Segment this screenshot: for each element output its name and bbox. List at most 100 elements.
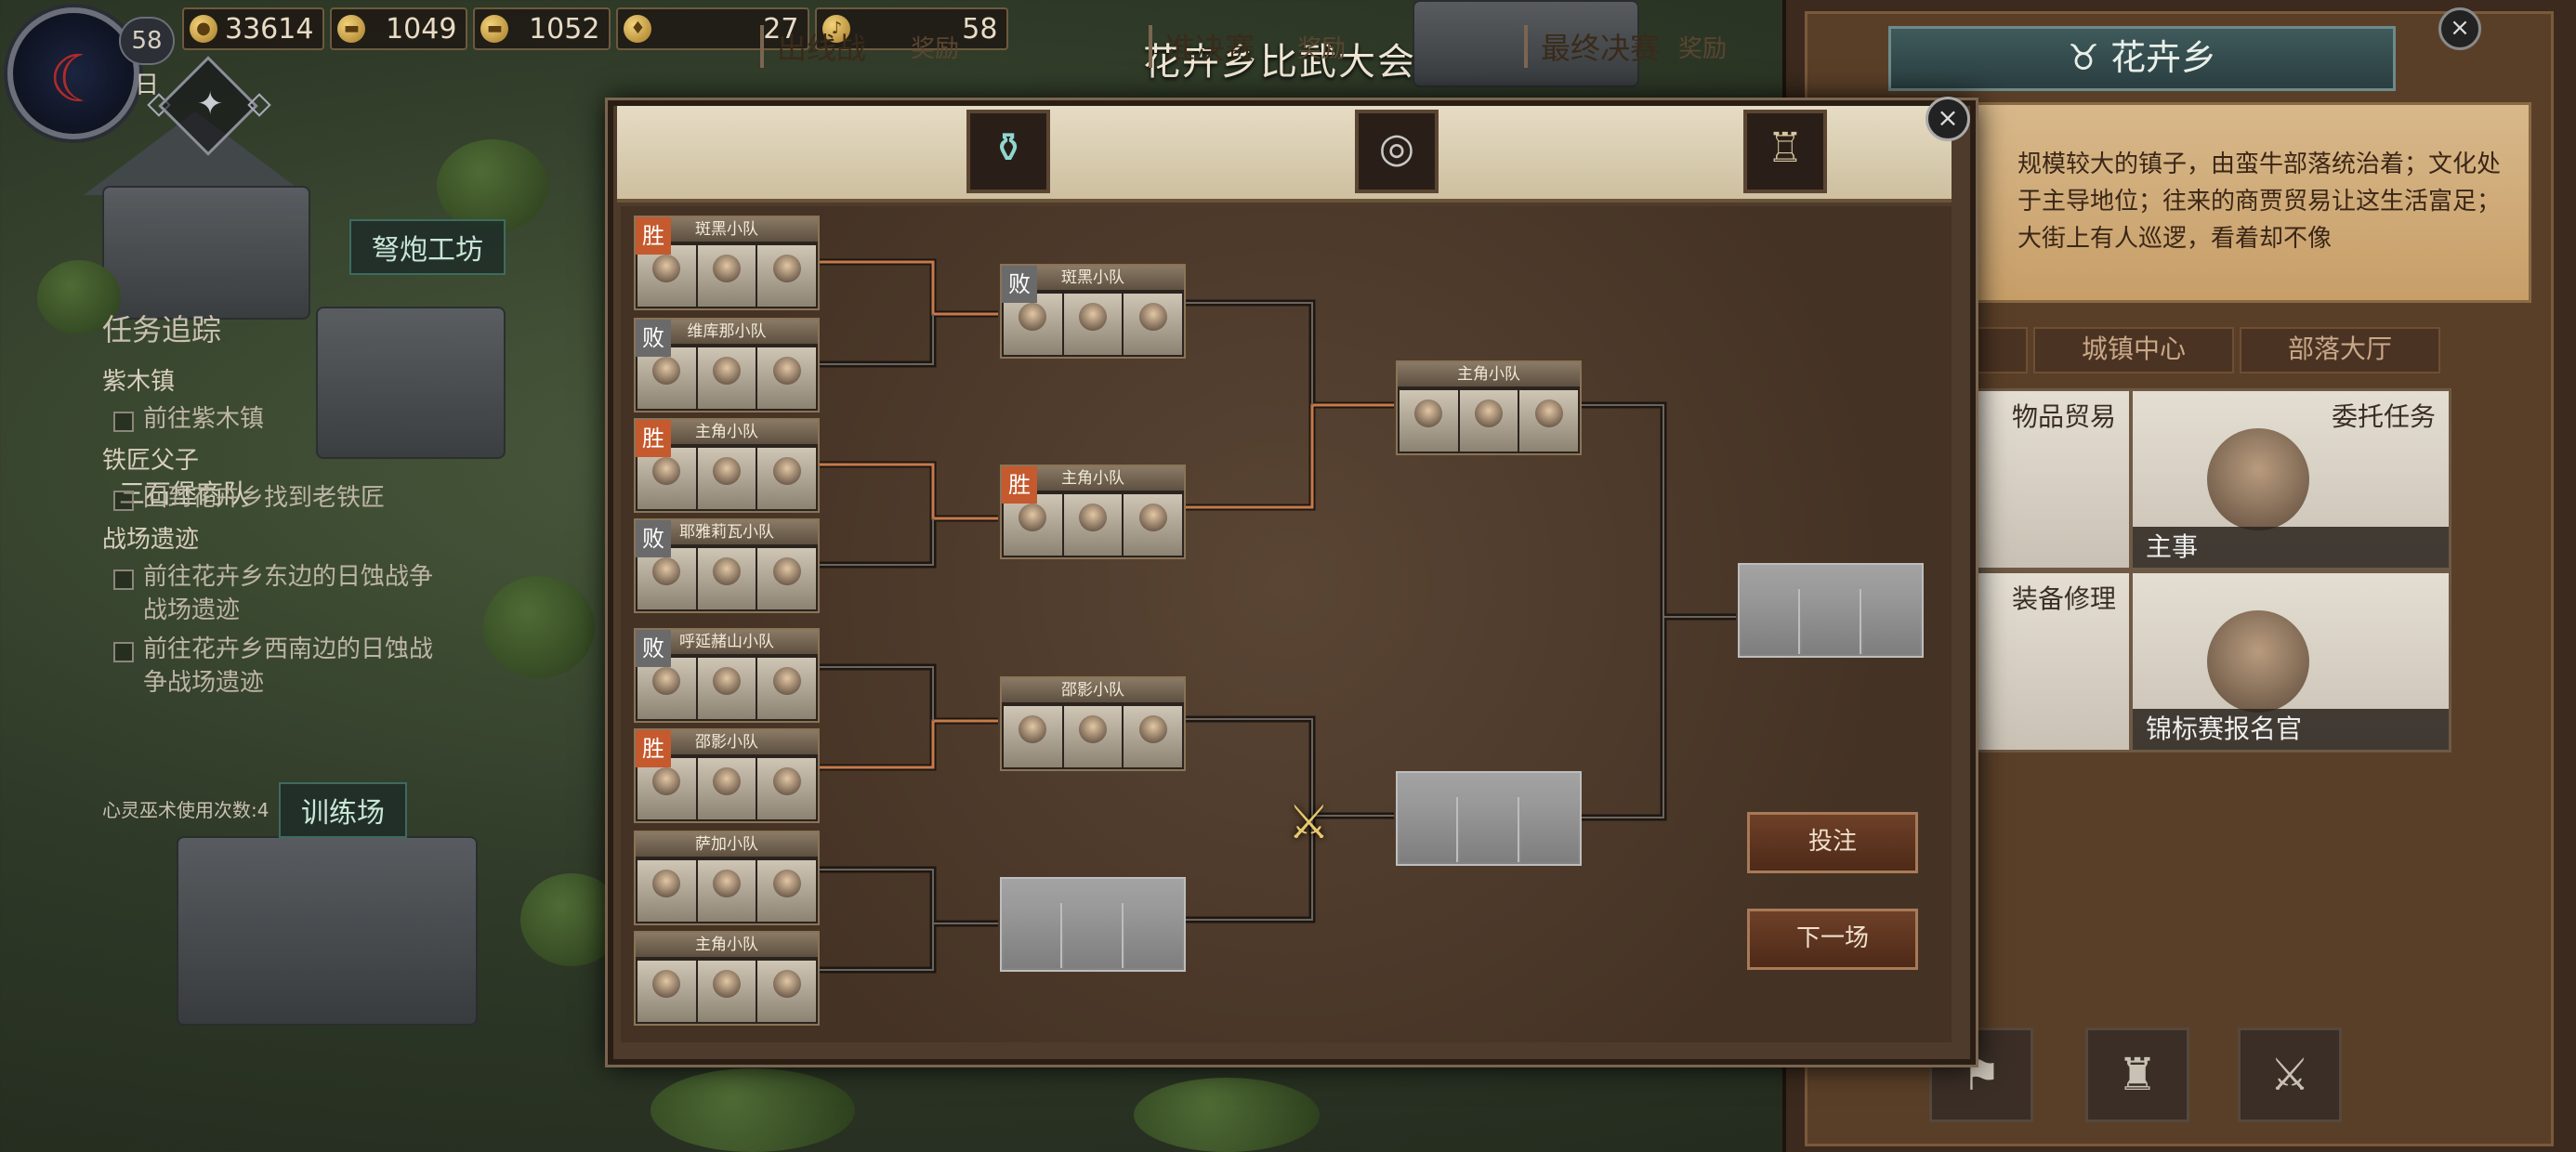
result-badge: 败 (636, 520, 671, 557)
portrait (1400, 390, 1458, 452)
team-portraits (1004, 706, 1183, 767)
reward-slot[interactable]: ♖ (1743, 110, 1827, 193)
npc-card-trade[interactable]: 物品贸易 (1974, 388, 2132, 570)
portrait (757, 448, 817, 509)
portrait (757, 548, 817, 609)
quest-tracker-title[interactable]: 任务追踪 (102, 312, 222, 347)
map-label-workshop[interactable]: 弩炮工坊 (349, 219, 506, 275)
quest-item[interactable]: 前往紫木镇 (113, 402, 455, 436)
portrait (1004, 294, 1062, 355)
close-icon[interactable]: × (2438, 7, 2481, 50)
team-name (1740, 565, 1922, 589)
result-badge: 胜 (636, 420, 671, 457)
stage-semifinal: 准决赛 奖励 (1149, 19, 1346, 74)
bracket-team-r1[interactable]: 胜 斑黑小队 (634, 216, 820, 310)
resource-grain: ♦27 (616, 7, 810, 50)
npc-name: 锦标赛报名官 (2133, 709, 2449, 750)
team-portraits (1400, 797, 1578, 862)
tree (37, 260, 121, 334)
quest-location: 铁匠父子 (102, 447, 200, 475)
reward-slot[interactable]: ⚱ (966, 110, 1050, 193)
tree (1134, 1078, 1320, 1152)
tab-tribe-hall[interactable]: 部落大厅 (2240, 327, 2440, 373)
portrait (637, 347, 696, 409)
portrait (1063, 494, 1123, 556)
bet-button[interactable]: 投注 (1747, 812, 1918, 873)
portrait (1063, 294, 1123, 355)
crescent-moon-icon: ☾ (48, 41, 107, 117)
town-name-banner: ♉ 花卉乡 (1888, 26, 2396, 91)
next-match-button[interactable]: 下一场 (1747, 909, 1918, 970)
bracket-team-r1[interactable]: 败 维库那小队 (634, 318, 820, 412)
portrait (637, 448, 696, 509)
portrait (637, 658, 696, 719)
bracket-team-r3[interactable]: 主角小队 (1396, 360, 1582, 455)
team-portraits (1400, 390, 1579, 452)
portrait (1004, 706, 1062, 767)
stage-name: 出线战 (760, 25, 866, 68)
team-portraits (1004, 294, 1183, 355)
result-badge: 败 (636, 320, 671, 357)
bracket-team-r1[interactable]: 败 耶雅莉瓦小队 (634, 518, 820, 613)
portrait (757, 961, 817, 1022)
portrait (757, 658, 817, 719)
quest-item[interactable]: 前往花卉乡东边的日蚀战争战场遗迹 (113, 560, 450, 627)
crossed-swords-button[interactable]: ⚔ (2238, 1028, 2342, 1122)
stage-name: 最终决赛 (1524, 25, 1660, 68)
stage-final: 最终决赛 奖励 (1524, 19, 1727, 74)
bracket-team-r2[interactable]: 败 斑黑小队 (1000, 264, 1186, 359)
quest-tracker: 任务追踪 紫木镇 前往紫木镇 铁匠父子 回到花卉乡找到老铁匠 战场遗迹 前往花卉… (102, 307, 455, 705)
bracket-team-r1[interactable]: 胜 主角小队 (634, 418, 820, 513)
close-icon[interactable]: × (1925, 97, 1970, 141)
portrait (697, 758, 756, 819)
bracket-team-r1[interactable]: 胜 邵影小队 (634, 728, 820, 823)
bracket-team-r1[interactable]: 萨加小队 (634, 831, 820, 925)
team-name (1398, 773, 1580, 797)
bracket-team-r1[interactable]: 败 呼延赭山小队 (634, 628, 820, 723)
coin-icon: ● (190, 15, 217, 43)
town-name: 花卉乡 (2110, 37, 2217, 78)
quest-item[interactable]: 前往花卉乡西南边的日蚀战争战场遗迹 (113, 633, 450, 700)
npc-card-tournament-registrar[interactable]: 锦标赛报名官 (2130, 570, 2451, 753)
portrait (1124, 294, 1183, 355)
helmet-button[interactable]: ♜ (2085, 1028, 2189, 1122)
result-badge: 胜 (636, 217, 671, 255)
stage-name: 准决赛 (1149, 25, 1255, 68)
bracket-team-r2[interactable]: 胜 主角小队 (1000, 465, 1186, 559)
bull-emblem-icon: ♉ (2067, 37, 2099, 78)
portrait (697, 961, 756, 1022)
caravan-label[interactable]: 三石堡商队 (119, 478, 250, 509)
portrait (697, 548, 756, 609)
armor-icon: ♖ (1767, 124, 1804, 172)
portrait (757, 245, 817, 307)
npc-card-repair[interactable]: 装备修理 (1974, 570, 2132, 753)
portrait (637, 548, 696, 609)
portrait (1459, 390, 1518, 452)
team-name: 主角小队 (1398, 362, 1580, 386)
map-label-training[interactable]: 训练场 (279, 782, 407, 838)
day-night-dial[interactable]: ☾ (7, 7, 139, 139)
portrait (1063, 706, 1123, 767)
portrait (1802, 589, 1861, 654)
stage-qualifier: 出线战 奖励 (760, 19, 959, 74)
portrait (1124, 494, 1183, 556)
reward-label: 奖励 (910, 34, 959, 63)
quest-location: 紫木镇 (102, 368, 176, 396)
portrait (1124, 706, 1183, 767)
resource-coin: ●33614 (182, 7, 325, 50)
bracket-team-r1[interactable]: 主角小队 (634, 931, 820, 1026)
quest-item[interactable]: 回到花卉乡找到老铁匠 (113, 481, 455, 515)
portrait (757, 860, 817, 922)
bracket-slot-empty (1396, 771, 1582, 866)
portrait (697, 347, 756, 409)
npc-card-commission[interactable]: 委托任务 主事 (2130, 388, 2451, 570)
team-portraits (637, 658, 817, 719)
day-counter: 58日 (119, 17, 175, 99)
reward-slot[interactable]: ◎ (1355, 110, 1439, 193)
portrait (1004, 903, 1063, 968)
tab-town-center[interactable]: 城镇中心 (2033, 327, 2234, 373)
portrait (697, 448, 756, 509)
potion-flask-icon: ⚱ (991, 124, 1026, 172)
stage-bar (617, 106, 1952, 203)
bracket-team-r2[interactable]: 邵影小队 (1000, 676, 1186, 771)
